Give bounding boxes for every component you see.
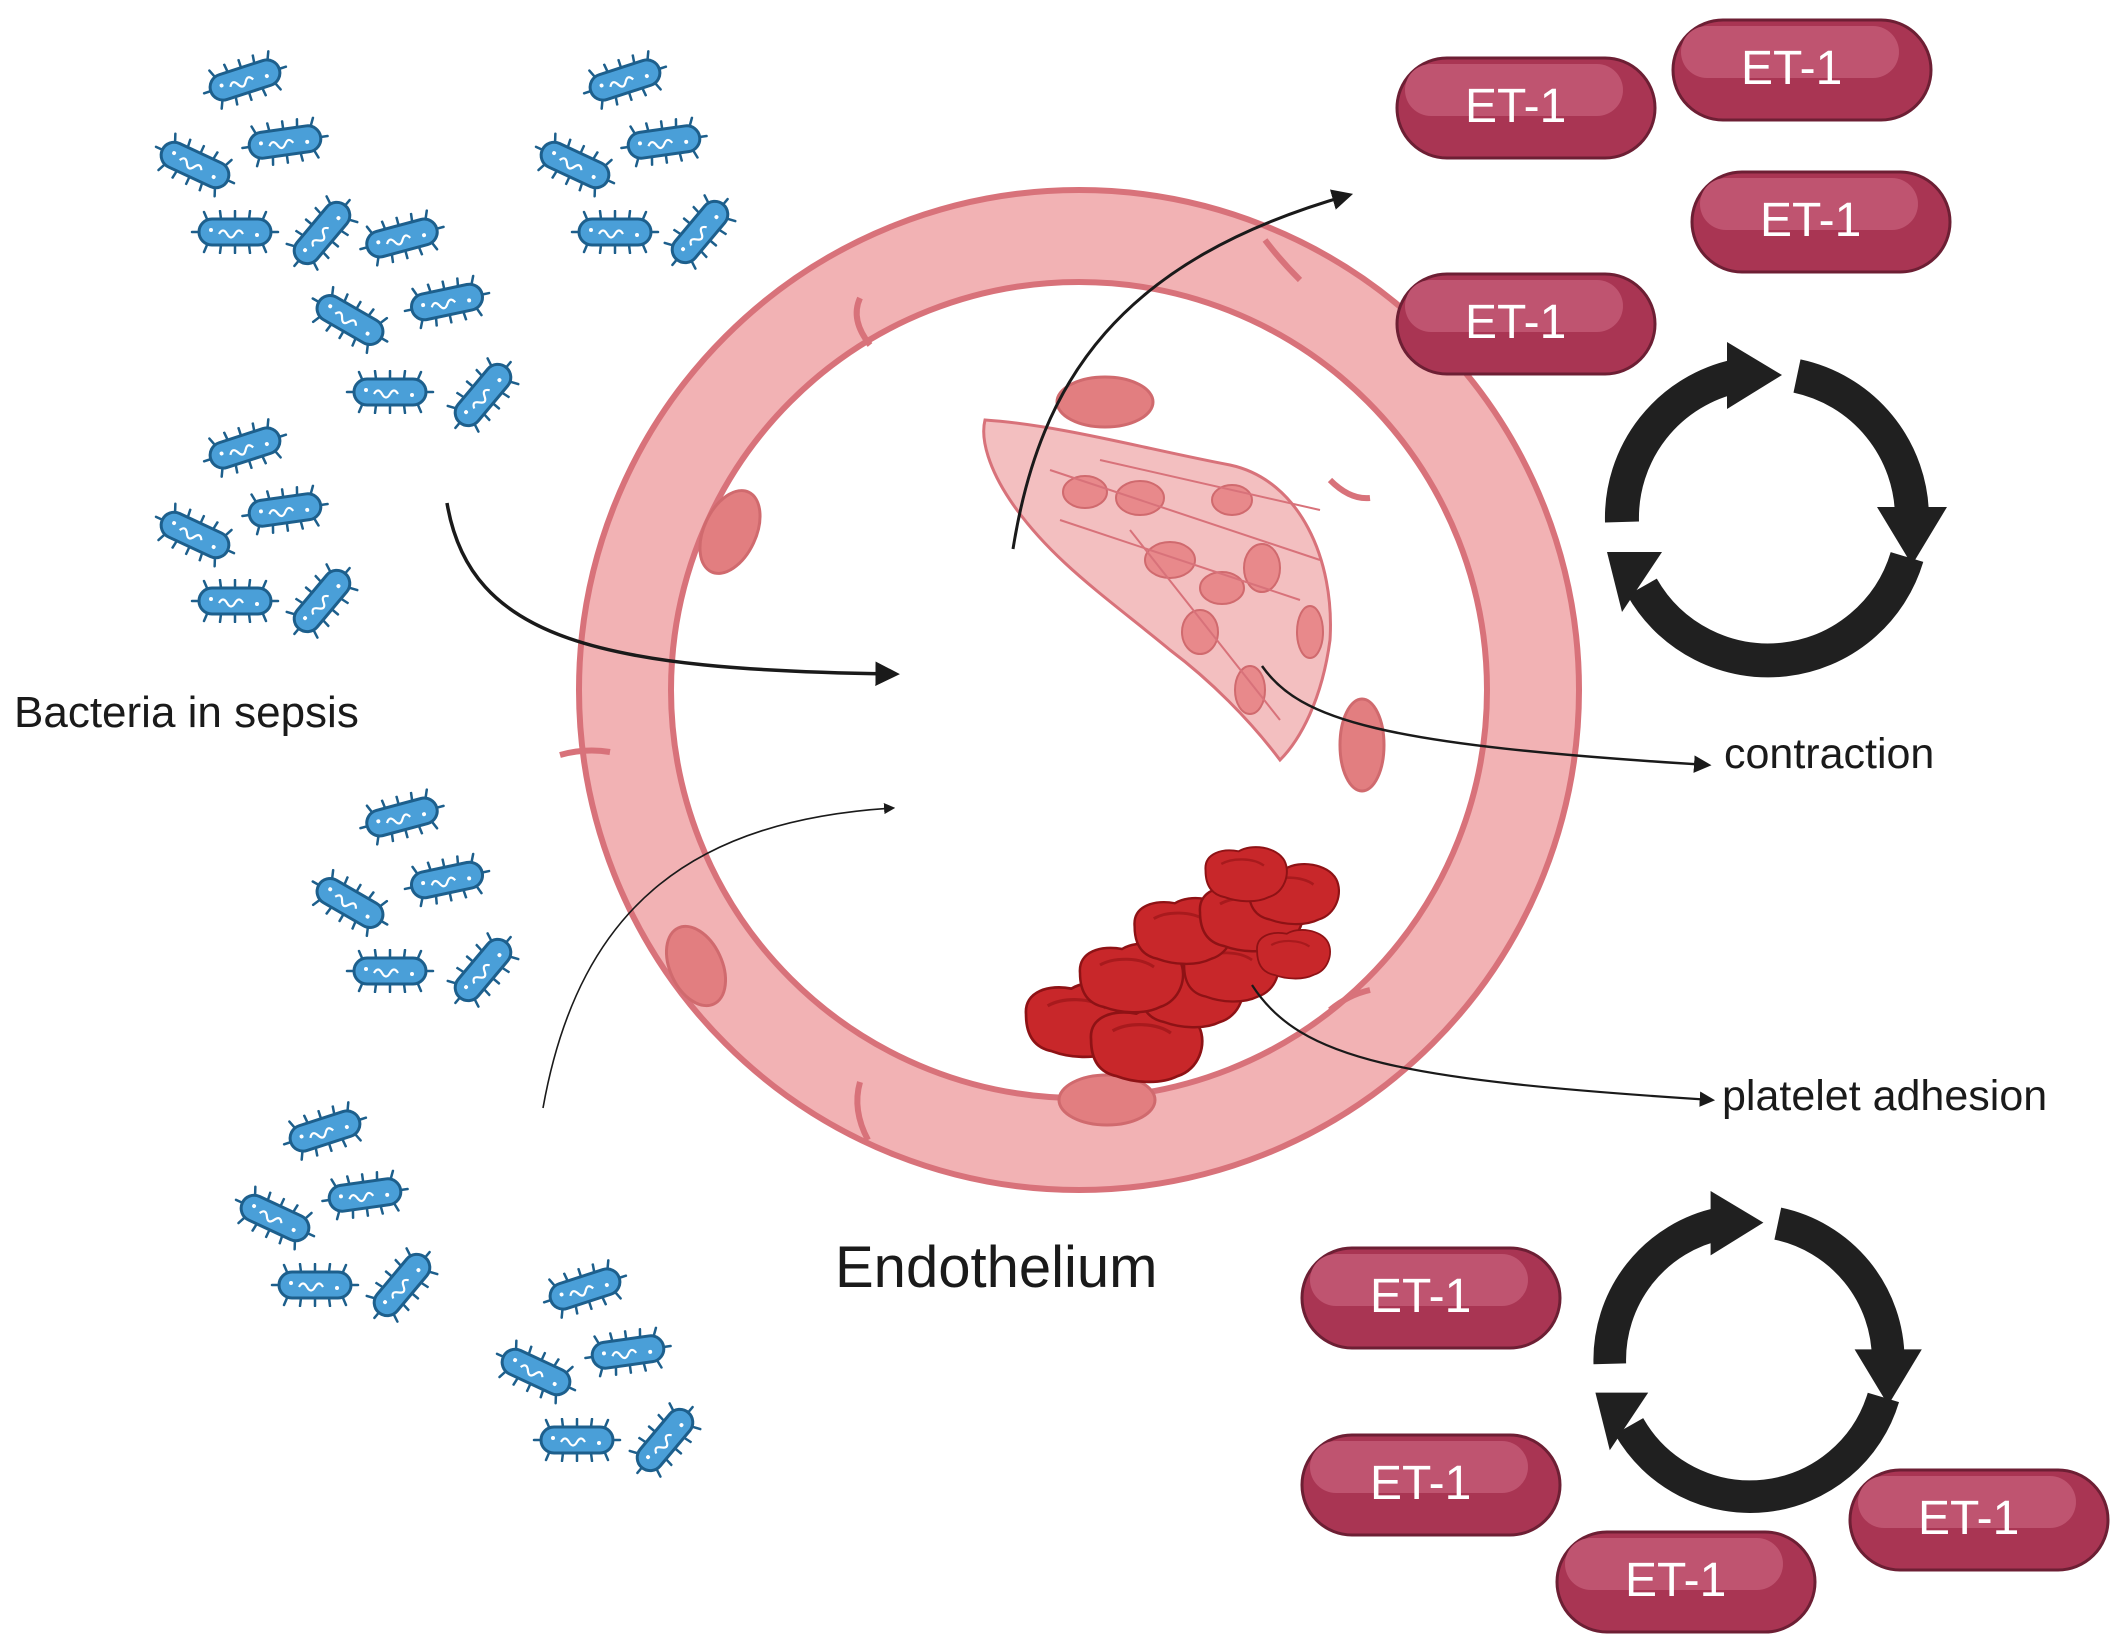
et1-molecule: ET-1	[1555, 1530, 1817, 1634]
rod-bacterium-icon	[345, 370, 435, 414]
rod-bacterium-icon	[237, 481, 333, 539]
et1-molecule: ET-1	[1690, 170, 1952, 274]
rod-bacterium-icon	[437, 922, 529, 1018]
cycle-arrows-icon	[1604, 342, 1947, 678]
et1-label: ET-1	[1465, 296, 1566, 349]
flow-arrows	[445, 189, 1716, 1109]
rod-bacterium-icon	[525, 126, 625, 204]
et1-molecules: ET-1ET-1ET-1ET-1ET-1ET-1ET-1ET-1	[1300, 18, 2110, 1634]
rod-bacterium-icon	[619, 1392, 711, 1488]
rod-bacterium-icon	[580, 1323, 676, 1381]
et1-label: ET-1	[1625, 1554, 1726, 1607]
rod-bacterium-icon	[345, 949, 435, 993]
et1-label: ET-1	[1370, 1457, 1471, 1510]
et1-label: ET-1	[1370, 1270, 1471, 1323]
rod-bacterium-icon	[616, 113, 712, 171]
cell-nuclei	[664, 375, 1386, 1127]
rod-bacterium-icon	[145, 496, 245, 574]
rod-bacterium-icon	[576, 45, 674, 115]
et1-molecule: ET-1	[1848, 1468, 2110, 1572]
platelet-adhesion-arrow	[1251, 984, 1716, 1107]
contraction-arrow	[1260, 665, 1712, 773]
bacteria-to-lumen-arrow	[445, 502, 900, 686]
et1-label: ET-1	[1760, 194, 1861, 247]
et1-molecule: ET-1	[1300, 1246, 1562, 1350]
et1-label: ET-1	[1741, 42, 1842, 95]
et1-molecule: ET-1	[1300, 1433, 1562, 1537]
rod-bacterium-icon	[536, 1254, 634, 1324]
rod-bacterium-icon	[190, 579, 280, 623]
rod-bacterium-icon	[145, 126, 245, 204]
rod-bacterium-icon	[654, 184, 746, 280]
cell-junctions	[559, 238, 1371, 1142]
rod-bacterium-icon	[399, 271, 495, 333]
endothelial-ring	[576, 187, 1583, 1193]
rod-bacterium-icon	[356, 1237, 448, 1333]
rod-bacterium-icon	[300, 861, 400, 945]
lower-bacteria-to-lumen-arrow	[542, 802, 896, 1109]
rod-bacterium-icon	[570, 210, 660, 254]
et1-label: ET-1	[1465, 80, 1566, 133]
rod-bacterium-icon	[270, 1263, 360, 1307]
et1-label: ET-1	[1918, 1492, 2019, 1545]
et1-release-arrow	[1011, 189, 1354, 550]
rod-bacterium-icon	[300, 278, 400, 362]
et1-molecule: ET-1	[1395, 56, 1657, 160]
smooth-muscle-cells	[982, 418, 1332, 763]
platelet-adhesion-label: platelet adhesion	[1722, 1072, 2047, 1120]
rod-bacterium-icon	[437, 347, 529, 443]
et1-molecule: ET-1	[1671, 18, 1933, 122]
rod-bacterium-icon	[196, 45, 294, 115]
rod-bacterium-icon	[399, 849, 495, 911]
rod-bacterium-icon	[276, 1096, 374, 1166]
rod-bacterium-icon	[353, 205, 451, 271]
rod-bacterium-icon	[532, 1418, 622, 1462]
contraction-label: contraction	[1724, 730, 1934, 778]
rod-bacterium-icon	[276, 185, 368, 281]
vessel-cross-section	[559, 187, 1583, 1193]
bacteria-label: Bacteria in sepsis	[14, 688, 359, 737]
endothelium-label: Endothelium	[835, 1235, 1157, 1300]
rod-bacterium-icon	[353, 784, 451, 850]
rod-bacterium-icon	[237, 113, 333, 171]
rod-bacterium-icon	[225, 1179, 325, 1257]
rod-bacterium-icon	[196, 413, 294, 483]
rod-bacterium-icon	[190, 210, 280, 254]
et1-molecule: ET-1	[1395, 272, 1657, 376]
rod-bacterium-icon	[317, 1166, 413, 1224]
rod-bacterium-icon	[486, 1333, 586, 1411]
cycle-arrows-icon	[1593, 1191, 1922, 1513]
rod-bacterium-icon	[276, 553, 368, 649]
